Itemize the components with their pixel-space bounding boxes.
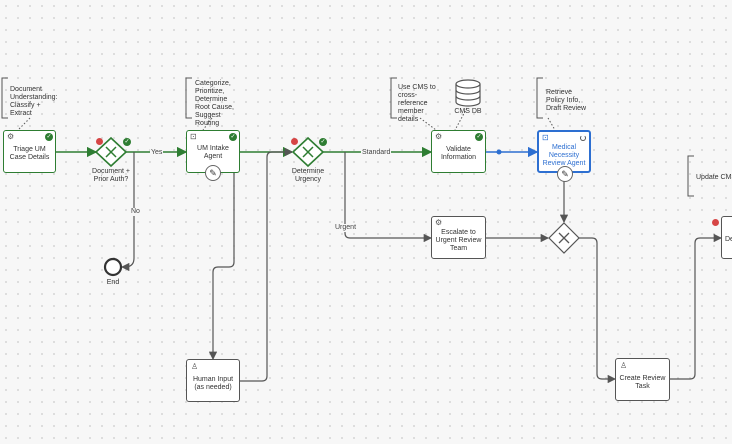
error-indicator (96, 138, 103, 145)
check-icon: ✓ (229, 133, 237, 141)
annotation-validate: Use CMS to cross- reference member detai… (398, 84, 436, 123)
end-event[interactable] (103, 257, 123, 277)
task-create-review[interactable]: ♙ Create Review Task (615, 358, 670, 401)
task-escalate[interactable]: ⚙ Escalate to Urgent Review Team (431, 216, 486, 259)
task-label: De (725, 236, 732, 243)
edge-label-yes: Yes (150, 149, 164, 157)
edge-intake-to-human (208, 172, 235, 361)
annotation-doc-understanding: Document Understanding: Classify + Extra… (10, 86, 58, 117)
task-validate[interactable]: ⚙ ✓ Validate Information (431, 130, 486, 173)
error-indicator (291, 138, 298, 145)
loading-icon (580, 135, 586, 141)
task-triage[interactable]: ⚙ ✓ Triage UM Case Details (3, 130, 56, 173)
error-indicator (712, 219, 719, 226)
task-label: UM Intake Agent (197, 145, 229, 160)
agent-icon: ⊡ (190, 132, 197, 141)
check-icon: ✓ (319, 138, 327, 146)
edge-urgent (344, 152, 433, 243)
edge-label-standard: Standard (361, 149, 392, 157)
agent-icon: ⊡ (542, 133, 549, 142)
check-icon: ✓ (123, 138, 131, 146)
task-medical-necessity[interactable]: ⊡ Medical Necessity Review Agent (537, 130, 591, 173)
end-event-label: End (106, 279, 120, 286)
edge-no (120, 152, 135, 272)
user-icon: ♙ (191, 362, 199, 371)
edge-merge-to-create (579, 237, 617, 384)
edge-label-no: No (130, 208, 141, 216)
association-lines (17, 107, 556, 131)
check-icon: ✓ (45, 133, 53, 141)
gateway-urgency[interactable] (291, 136, 325, 168)
gateway-prior-auth-label: Document + Prior Auth? (92, 168, 130, 183)
edge-handle[interactable] (496, 149, 502, 155)
edge-create-to-next (670, 233, 723, 380)
gear-icon: ⚙ (435, 218, 443, 227)
default-flow-edges (120, 147, 723, 384)
task-label: Validate Information (440, 146, 477, 161)
annotation-um-intake: Categorize, Prioritize, Determine Root C… (195, 80, 234, 127)
edge-human-to-urgency (240, 147, 294, 382)
user-icon: ♙ (620, 361, 628, 370)
annotation-brackets (1, 77, 694, 197)
task-human-input[interactable]: ♙ Human Input (as needed) (186, 359, 240, 402)
agent-icon: ✎ (557, 166, 573, 182)
gateway-urgency-label: Determine Urgency (291, 168, 325, 183)
edge-label-urgent: Urgent (334, 224, 358, 232)
database-icon[interactable] (455, 79, 481, 107)
gateway-prior-auth[interactable] (94, 136, 128, 168)
task-partial-right[interactable]: De (721, 216, 732, 259)
task-label: Human Input (as needed) (192, 376, 234, 391)
task-label: Triage UM Case Details (9, 146, 50, 161)
task-label: Escalate to Urgent Review Team (435, 229, 482, 252)
task-label: Create Review Task (619, 375, 666, 390)
gear-icon: ⚙ (435, 132, 443, 141)
annotation-update: Update CMS (696, 174, 732, 181)
gateway-merge[interactable] (548, 222, 580, 254)
datastore-label: CMS DB (454, 108, 482, 115)
gear-icon: ⚙ (7, 132, 15, 141)
task-label: Medical Necessity Review Agent (542, 144, 586, 167)
check-icon: ✓ (475, 133, 483, 141)
annotation-medical: Retrieve Policy Info, Draft Review (546, 89, 587, 112)
agent-icon: ✎ (205, 165, 221, 181)
